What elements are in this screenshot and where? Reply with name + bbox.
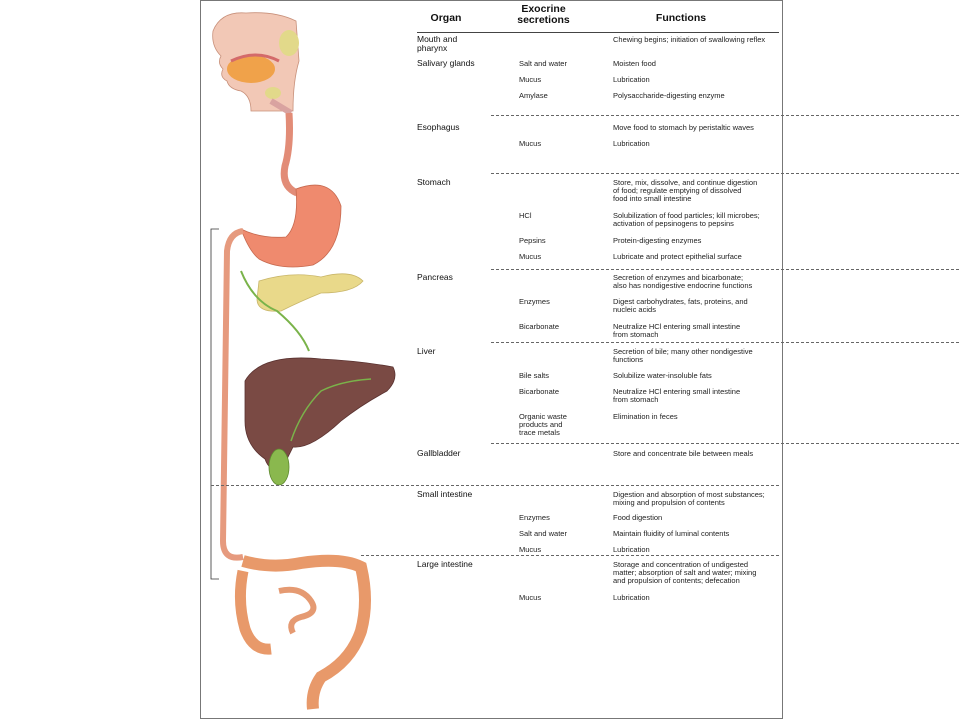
- function-cell: Lubricate and protect epithelial surface: [613, 253, 783, 261]
- organ-name: Liver: [417, 347, 435, 356]
- row-separator: [491, 173, 960, 174]
- function-cell: Neutralize HCl entering small intestine …: [613, 323, 783, 339]
- function-cell: Polysaccharide-digesting enzyme: [613, 92, 783, 100]
- function-cell: Storage and concentration of undigested …: [613, 561, 783, 585]
- header-rule: [417, 32, 779, 33]
- secretion-cell: Bicarbonate: [519, 388, 559, 396]
- header-functions: Functions: [636, 13, 726, 24]
- secretion-cell: Bile salts: [519, 372, 549, 380]
- pancreas-shape: [257, 274, 363, 311]
- function-cell: Secretion of enzymes and bicarbonate; al…: [613, 274, 783, 290]
- function-cell: Lubrication: [613, 140, 783, 148]
- organ-name: Small intestine: [417, 490, 472, 499]
- function-cell: Elimination in feces: [613, 413, 783, 421]
- stomach-shape: [241, 185, 341, 267]
- header-exocrine: Exocrine secretions: [506, 4, 581, 26]
- organ-name: Gallbladder: [417, 449, 460, 458]
- secretion-cell: Amylase: [519, 92, 548, 100]
- row-separator: [491, 115, 960, 116]
- row-separator: [361, 555, 779, 556]
- organ-name: Large intestine: [417, 560, 473, 569]
- function-cell: Solubilize water-insoluble fats: [613, 372, 783, 380]
- secretion-cell: HCl: [519, 212, 532, 220]
- small-intestine-tube: [223, 231, 243, 558]
- function-cell: Food digestion: [613, 514, 783, 522]
- function-cell: Lubrication: [613, 594, 783, 602]
- secretion-cell: Mucus: [519, 76, 541, 84]
- secretion-cell: Organic waste products and trace metals: [519, 413, 567, 437]
- large-intestine: [243, 561, 365, 709]
- function-cell: Neutralize HCl entering small intestine …: [613, 388, 783, 404]
- secretion-cell: Bicarbonate: [519, 323, 559, 331]
- function-cell: Lubrication: [613, 546, 783, 554]
- function-cell: Moisten food: [613, 60, 783, 68]
- row-separator: [491, 443, 960, 444]
- organ-name: Stomach: [417, 178, 451, 187]
- organ-name: Esophagus: [417, 123, 460, 132]
- function-cell: Secretion of bile; many other nondigesti…: [613, 348, 783, 364]
- function-cell: Protein-digesting enzymes: [613, 237, 783, 245]
- secretion-cell: Mucus: [519, 253, 541, 261]
- row-separator: [491, 269, 960, 270]
- function-cell: Store and concentrate bile between meals: [613, 450, 783, 458]
- function-cell: Store, mix, dissolve, and continue diges…: [613, 179, 783, 203]
- secretion-cell: Salt and water: [519, 60, 567, 68]
- intestine-bracket: [211, 229, 219, 579]
- function-cell: Digest carbohydrates, fats, proteins, an…: [613, 298, 783, 314]
- secretion-cell: Mucus: [519, 546, 541, 554]
- organ-name: Salivary glands: [417, 59, 475, 68]
- organ-name: Mouth and pharynx: [417, 35, 457, 53]
- secretion-cell: Pepsins: [519, 237, 546, 245]
- row-separator: [491, 342, 960, 343]
- function-cell: Lubrication: [613, 76, 783, 84]
- gallbladder-shape: [269, 449, 289, 485]
- function-cell: Maintain fluidity of luminal contents: [613, 530, 783, 538]
- secretion-cell: Enzymes: [519, 514, 550, 522]
- secretion-cell: Salt and water: [519, 530, 567, 538]
- function-cell: Digestion and absorption of most substan…: [613, 491, 783, 507]
- function-cell: Solubilization of food particles; kill m…: [613, 212, 783, 228]
- secretion-cell: Enzymes: [519, 298, 550, 306]
- figure-sheet: Organ Exocrine secretions Functions Mout…: [200, 0, 783, 719]
- function-cell: Move food to stomach by peristaltic wave…: [613, 124, 783, 132]
- organ-name: Pancreas: [417, 273, 453, 282]
- row-separator: [211, 485, 779, 486]
- secretion-cell: Mucus: [519, 140, 541, 148]
- liver-shape: [245, 358, 395, 471]
- secretion-cell: Mucus: [519, 594, 541, 602]
- header-organ: Organ: [416, 13, 476, 24]
- function-cell: Chewing begins; initiation of swallowing…: [613, 36, 783, 44]
- esophagus: [284, 113, 297, 193]
- head-illustration: [213, 13, 299, 113]
